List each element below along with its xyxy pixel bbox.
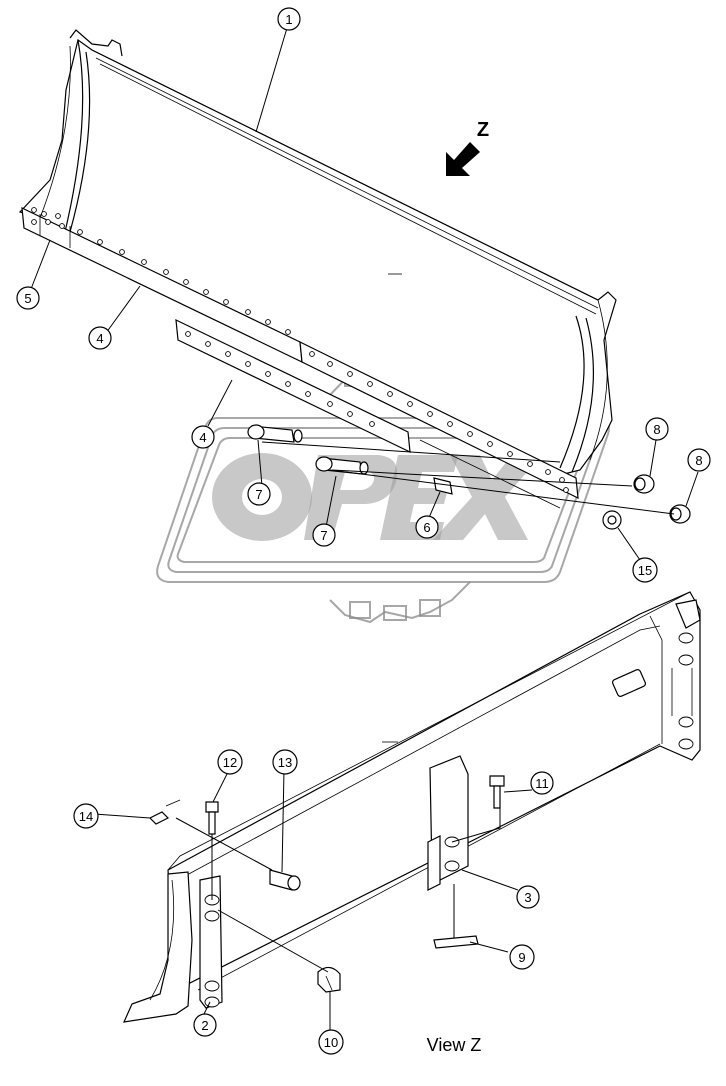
callout-8-upper: 8 — [645, 417, 669, 441]
callout-4-lower: 4 — [191, 425, 215, 449]
callout-7-upper: 7 — [247, 482, 271, 506]
callout-12: 12 — [217, 749, 243, 775]
nut-8-upper — [633, 474, 655, 494]
callout-9-label: 11 — [535, 776, 549, 791]
callout-5-label: 5 — [24, 291, 31, 306]
secondary-edge-holes — [185, 331, 375, 427]
callout-14-label: 14 — [79, 809, 93, 824]
push-beam — [123, 591, 701, 1023]
callout-2: 2 — [193, 1013, 217, 1037]
callout-4-upper: 4 — [88, 326, 112, 350]
direction-arrow-z — [446, 142, 480, 176]
callout-4-lower-label: 4 — [199, 430, 206, 445]
nut-6 — [433, 477, 453, 495]
bolt-12 — [205, 801, 219, 835]
callout-13-label: 13 — [278, 755, 292, 770]
pin-14 — [148, 799, 181, 825]
center-bracket-3 — [427, 755, 469, 891]
callout-12-label: 12 — [223, 755, 237, 770]
callout-8-lower-label: 8 — [695, 453, 702, 468]
callout-8-upper-label: 8 — [653, 422, 660, 437]
bolt-13 — [269, 869, 301, 891]
callout-3-label: 3 — [524, 890, 531, 905]
callout-2-label: 2 — [201, 1018, 208, 1033]
callout-10: 9 — [509, 944, 535, 970]
callout-3: 3 — [516, 885, 540, 909]
bolt-7-upper — [247, 424, 303, 443]
blade-part — [18, 29, 617, 477]
callout-7-upper-label: 7 — [255, 487, 262, 502]
clip-11 — [317, 966, 341, 993]
callout-9: 11 — [530, 771, 554, 795]
left-end-plate-2 — [123, 871, 223, 1023]
callout-15: 15 — [632, 557, 658, 583]
callout-15-label: 15 — [638, 563, 652, 578]
blade-face — [18, 38, 617, 477]
direction-label: Z — [477, 119, 489, 141]
callout-7-lower-label: 7 — [320, 528, 327, 543]
right-edge-holes — [309, 351, 569, 493]
callout-1-label: 1 — [285, 12, 292, 27]
right-bracket — [671, 599, 701, 750]
callout-1: 1 — [277, 7, 301, 31]
washer-15 — [602, 510, 622, 530]
callout-6-label: 6 — [423, 520, 430, 535]
cutting-edge-holes — [31, 207, 291, 335]
view-label: View Z — [427, 1035, 482, 1055]
watermark-letter-e — [380, 455, 458, 540]
callout-11-label: 10 — [324, 1035, 338, 1050]
callout-11: 10 — [318, 1029, 344, 1055]
callout-10-label: 9 — [518, 950, 525, 965]
leader-lines — [30, 27, 699, 1030]
callout-8-lower: 8 — [687, 448, 711, 472]
callout-4-upper-label: 4 — [96, 331, 103, 346]
callout-14: 14 — [73, 803, 99, 829]
callout-6: 6 — [415, 515, 439, 539]
watermark-letter-x — [433, 455, 542, 540]
callout-5: 5 — [16, 286, 40, 310]
callout-7-lower: 7 — [312, 523, 336, 547]
callout-13: 13 — [272, 749, 298, 775]
